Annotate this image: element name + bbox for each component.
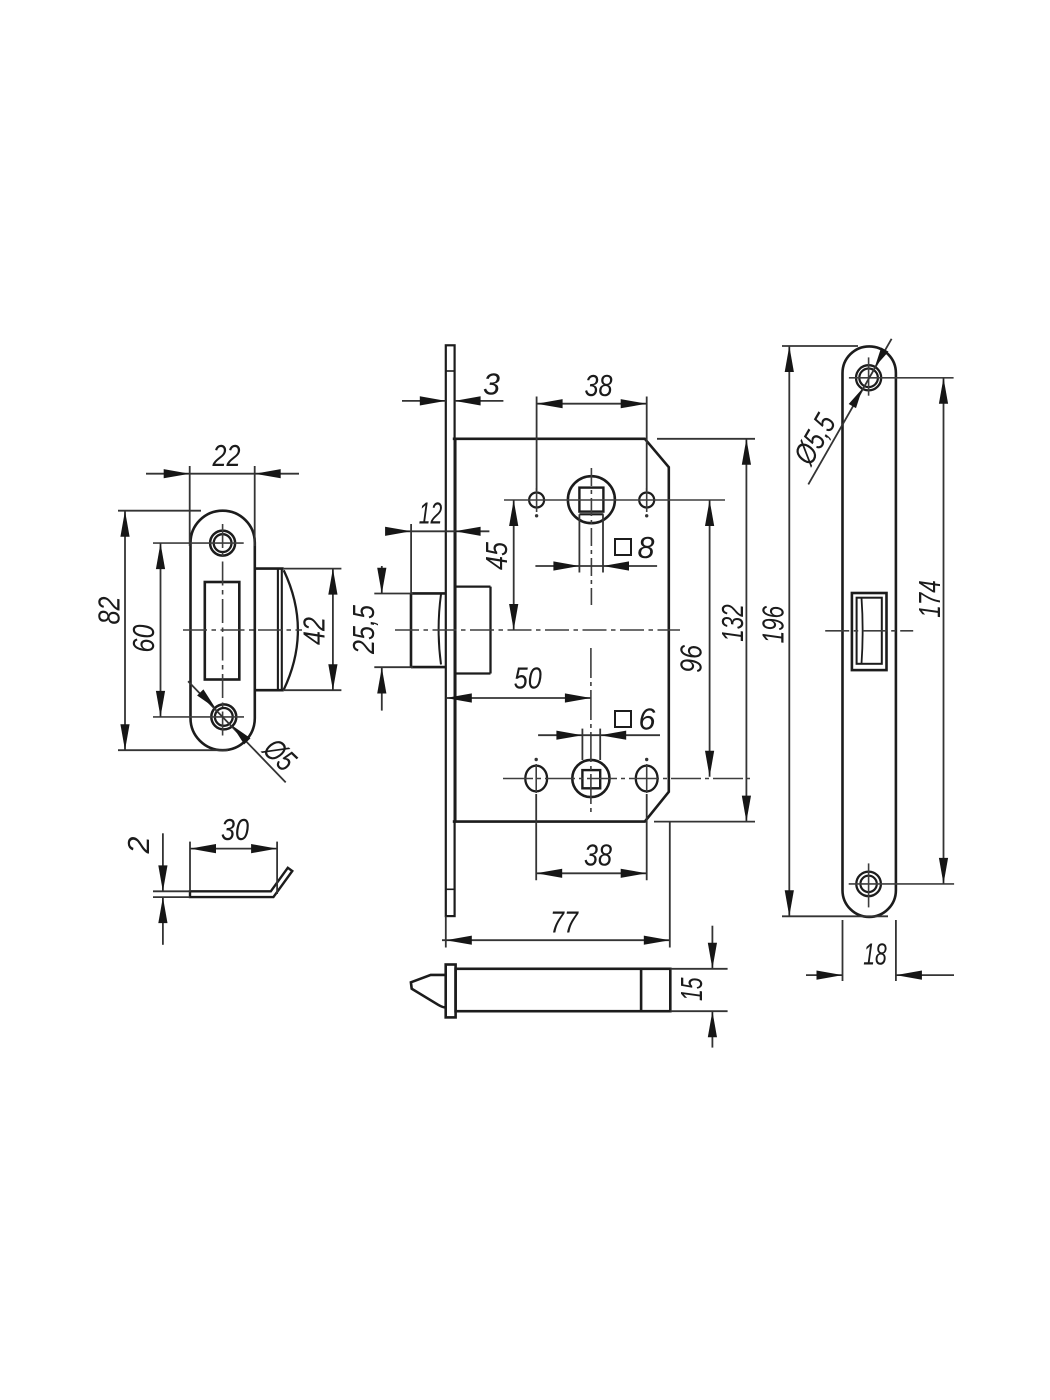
svg-text:2: 2 <box>122 836 156 854</box>
svg-text:6: 6 <box>639 703 656 737</box>
svg-text:38: 38 <box>585 369 613 403</box>
svg-text:45: 45 <box>480 541 514 570</box>
svg-text:96: 96 <box>675 645 709 673</box>
svg-text:82: 82 <box>92 596 126 624</box>
svg-text:3: 3 <box>483 368 500 402</box>
svg-text:77: 77 <box>550 906 579 940</box>
svg-text:60: 60 <box>127 624 161 652</box>
svg-text:38: 38 <box>584 839 612 873</box>
svg-text:196: 196 <box>756 606 790 644</box>
svg-text:132: 132 <box>716 604 750 642</box>
svg-text:18: 18 <box>863 938 887 972</box>
svg-text:8: 8 <box>638 531 655 565</box>
svg-text:25,5: 25,5 <box>347 604 381 655</box>
svg-text:22: 22 <box>212 439 241 473</box>
svg-text:12: 12 <box>419 497 443 531</box>
svg-text:174: 174 <box>913 580 947 618</box>
svg-text:30: 30 <box>221 813 249 847</box>
svg-text:15: 15 <box>675 977 709 1001</box>
svg-text:42: 42 <box>298 617 332 645</box>
svg-text:50: 50 <box>514 662 542 696</box>
